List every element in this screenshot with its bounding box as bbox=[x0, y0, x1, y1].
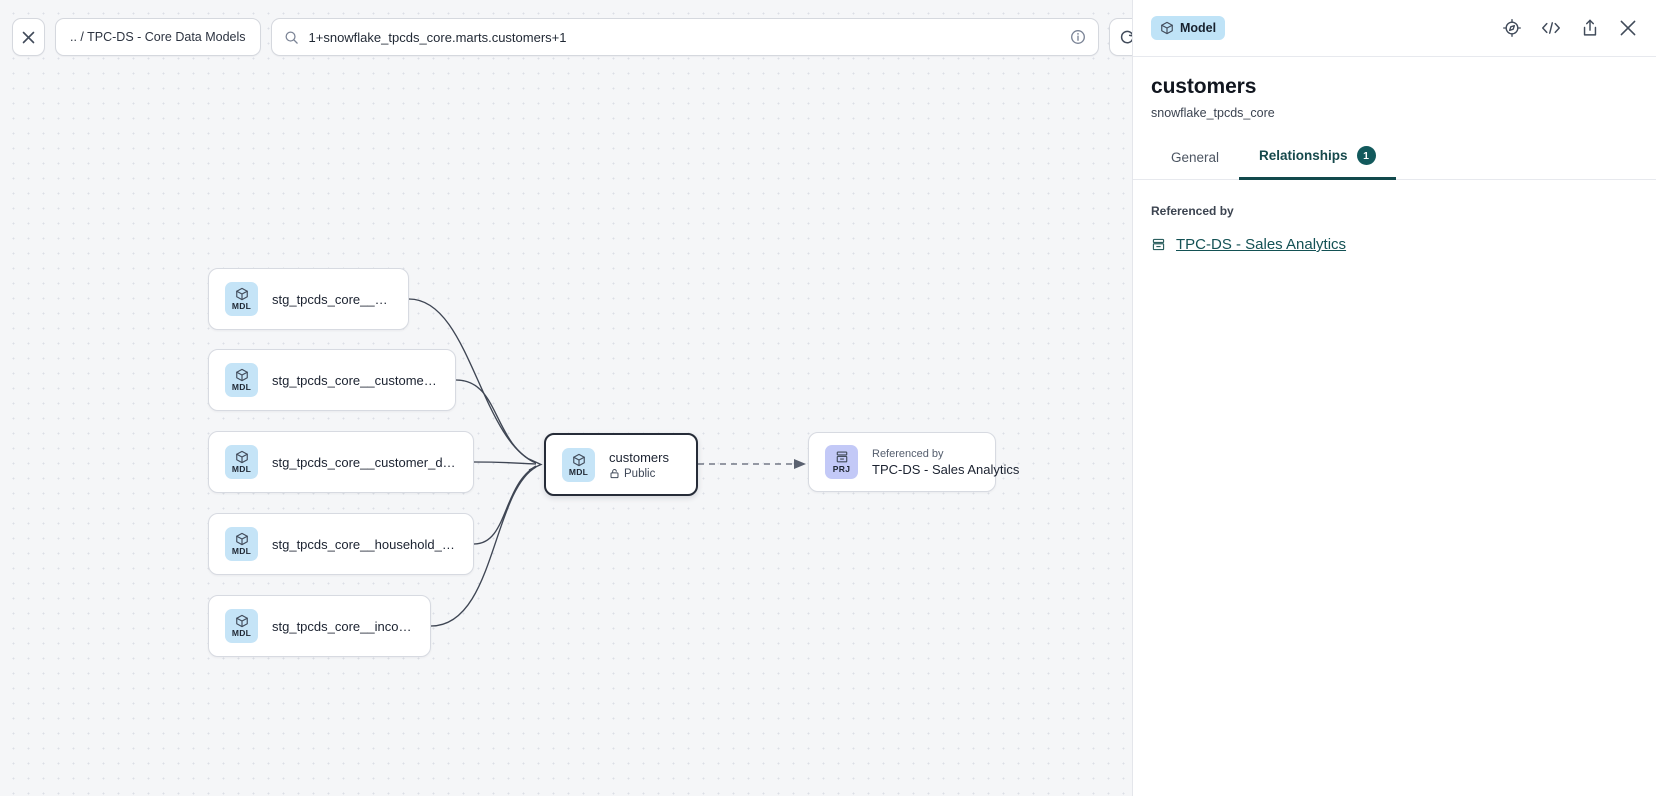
panel-header-actions bbox=[1502, 18, 1638, 38]
node-title: stg_tpcds_core__customer bbox=[272, 291, 392, 307]
lineage-node-stg-customer-demographics[interactable]: MDL stg_tpcds_core__customer_demogra… bbox=[208, 431, 474, 493]
model-badge: MDL bbox=[225, 527, 258, 561]
page-subtitle: snowflake_tpcds_core bbox=[1151, 106, 1275, 120]
details-panel: Model bbox=[1132, 0, 1656, 796]
project-icon bbox=[1152, 238, 1165, 251]
node-caption: Referenced by bbox=[872, 447, 944, 460]
node-text: stg_tpcds_core__customer_address bbox=[272, 373, 439, 388]
cube-icon bbox=[235, 450, 248, 464]
search-bar[interactable] bbox=[270, 18, 1099, 56]
badge-code: MDL bbox=[231, 628, 252, 638]
model-chip-label: Model bbox=[1180, 21, 1217, 35]
node-text: stg_tpcds_core__customer_demogra… bbox=[272, 455, 457, 470]
tab-label: General bbox=[1171, 150, 1220, 165]
panel-content: Referenced by TPC-DS - Sales Analytics bbox=[1133, 180, 1656, 253]
panel-header: Model bbox=[1133, 0, 1656, 57]
share-icon[interactable] bbox=[1580, 18, 1600, 38]
lineage-edges bbox=[408, 298, 806, 627]
badge-code: PRJ bbox=[832, 464, 851, 474]
node-title: stg_tpcds_core__household_demogr… bbox=[272, 536, 457, 552]
tab-general[interactable]: General bbox=[1151, 150, 1239, 180]
badge-code: MDL bbox=[231, 382, 252, 392]
project-badge: PRJ bbox=[825, 445, 858, 479]
search-input[interactable] bbox=[308, 19, 1060, 55]
node-title: stg_tpcds_core__customer_demogra… bbox=[272, 454, 457, 470]
node-access-label: Public bbox=[624, 467, 656, 480]
refresh-button[interactable] bbox=[1108, 18, 1132, 56]
node-title: TPC-DS - Sales Analytics bbox=[872, 461, 1020, 477]
cube-icon bbox=[235, 614, 248, 628]
breadcrumb-label: .. / TPC-DS - Core Data Models bbox=[70, 30, 246, 44]
lineage-node-stg-customer-address[interactable]: MDL stg_tpcds_core__customer_address bbox=[208, 349, 456, 411]
project-icon bbox=[836, 451, 847, 463]
panel-tabs: General Relationships 1 bbox=[1133, 146, 1656, 180]
node-title: stg_tpcds_core__income_band bbox=[272, 618, 414, 634]
model-badge: MDL bbox=[562, 447, 595, 482]
lineage-node-stg-customer[interactable]: MDL stg_tpcds_core__customer bbox=[208, 268, 409, 330]
section-label-referenced-by: Referenced by bbox=[1151, 204, 1234, 218]
list-item[interactable]: TPC-DS - Sales Analytics bbox=[1151, 236, 1638, 253]
node-text: Referenced by TPC-DS - Sales Analytics bbox=[872, 447, 1020, 478]
model-badge: MDL bbox=[225, 609, 258, 643]
breadcrumb[interactable]: .. / TPC-DS - Core Data Models bbox=[55, 18, 261, 56]
node-title: stg_tpcds_core__customer_address bbox=[272, 372, 439, 388]
lineage-canvas[interactable]: .. / TPC-DS - Core Data Models bbox=[0, 0, 1132, 796]
lineage-node-tpcds-sales-analytics[interactable]: PRJ Referenced by TPC-DS - Sales Analyti… bbox=[808, 432, 1020, 492]
cube-icon bbox=[235, 532, 248, 546]
refresh-icon bbox=[1120, 30, 1132, 43]
lineage-node-customers[interactable]: MDL customers Public bbox=[544, 433, 698, 496]
tab-label: Relationships bbox=[1259, 148, 1348, 163]
cube-icon bbox=[235, 368, 248, 382]
cube-icon bbox=[1161, 21, 1173, 35]
close-icon bbox=[22, 31, 35, 43]
node-text: customers Public bbox=[609, 450, 669, 480]
tab-relationships[interactable]: Relationships 1 bbox=[1239, 146, 1396, 180]
model-badge: MDL bbox=[225, 363, 258, 397]
model-type-chip[interactable]: Model bbox=[1151, 16, 1226, 40]
lineage-node-stg-income-band[interactable]: MDL stg_tpcds_core__income_band bbox=[208, 595, 431, 657]
tab-count-badge: 1 bbox=[1356, 146, 1376, 165]
node-text: stg_tpcds_core__income_band bbox=[272, 619, 414, 634]
info-icon[interactable] bbox=[1070, 29, 1086, 45]
node-text: stg_tpcds_core__household_demogr… bbox=[272, 537, 457, 552]
canvas-toolbar: .. / TPC-DS - Core Data Models bbox=[12, 18, 1132, 56]
model-badge: MDL bbox=[225, 445, 258, 479]
compass-icon[interactable] bbox=[1502, 18, 1522, 38]
code-icon[interactable] bbox=[1540, 18, 1562, 38]
page-title: customers bbox=[1151, 75, 1257, 98]
badge-code: MDL bbox=[231, 301, 252, 311]
node-text: stg_tpcds_core__customer bbox=[272, 292, 392, 307]
node-access: Public bbox=[609, 468, 669, 480]
node-title: customers bbox=[609, 449, 669, 465]
cube-icon bbox=[235, 287, 248, 301]
close-icon[interactable] bbox=[1618, 18, 1638, 38]
lineage-node-stg-household-demographics[interactable]: MDL stg_tpcds_core__household_demogr… bbox=[208, 513, 474, 575]
badge-code: MDL bbox=[231, 464, 252, 474]
badge-code: MDL bbox=[231, 546, 252, 556]
badge-code: MDL bbox=[568, 466, 589, 477]
referenced-by-link[interactable]: TPC-DS - Sales Analytics bbox=[1176, 236, 1347, 253]
cube-icon bbox=[572, 453, 585, 466]
lock-icon bbox=[610, 469, 619, 479]
close-lineage-button[interactable] bbox=[12, 18, 45, 56]
panel-title-block: customers snowflake_tpcds_core bbox=[1133, 57, 1656, 120]
model-badge: MDL bbox=[225, 282, 258, 316]
search-icon bbox=[285, 31, 298, 44]
